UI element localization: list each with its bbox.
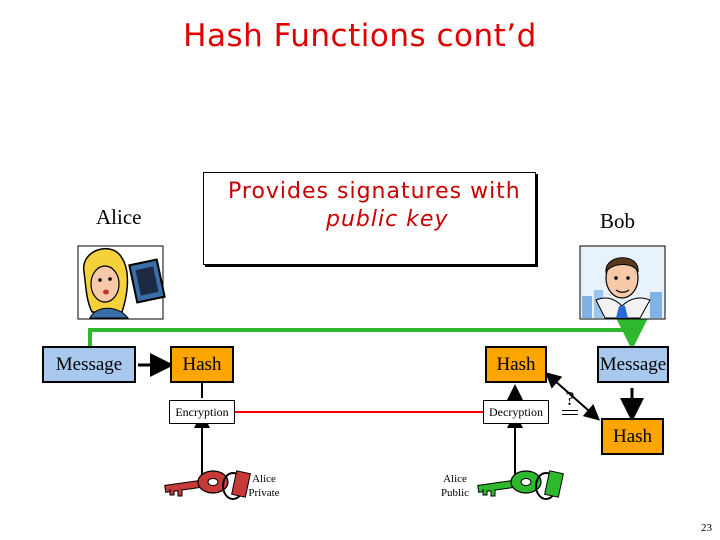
alice-label: Alice bbox=[96, 205, 142, 229]
alice-message-box: Message bbox=[42, 346, 136, 383]
alice-private-label-line-1: Alice bbox=[252, 473, 276, 485]
callout-line-2: public key bbox=[326, 207, 449, 232]
callout-line-1: Provides signatures with bbox=[228, 179, 521, 204]
private-key-icon bbox=[164, 470, 251, 500]
slide-title: Hash Functions cont’d bbox=[183, 18, 537, 54]
alice-private-key-label: Alice Private bbox=[240, 472, 288, 500]
alice-public-label-line-1: Alice bbox=[443, 473, 467, 485]
decryption-label: Decryption bbox=[483, 400, 549, 424]
hash-compare-symbol: ? bbox=[562, 388, 578, 415]
compare-equals-top bbox=[562, 410, 578, 411]
bob-received-hash-box: Hash bbox=[485, 346, 547, 383]
alice-picture-icon bbox=[77, 245, 166, 320]
bob-message-box: Message bbox=[597, 346, 669, 383]
compare-equals-bottom bbox=[562, 414, 578, 415]
encryption-label: Encryption bbox=[169, 400, 235, 424]
alice-public-label-line-2: Public bbox=[440, 487, 470, 499]
bob-label: Bob bbox=[600, 209, 636, 233]
signature-callout: Provides signatures with public key bbox=[203, 172, 536, 265]
message-transfer-path bbox=[88, 318, 648, 350]
compare-arrow bbox=[545, 372, 600, 421]
public-key-icon bbox=[477, 470, 564, 500]
compare-question-mark: ? bbox=[565, 388, 575, 410]
page-number: 23 bbox=[701, 522, 712, 534]
bob-computed-hash-box: Hash bbox=[601, 418, 664, 455]
alice-private-label-line-2: Private bbox=[248, 487, 280, 499]
alice-hash-box: Hash bbox=[170, 346, 234, 383]
bob-picture-icon bbox=[579, 245, 666, 320]
alice-public-key-label: Alice Public bbox=[432, 472, 478, 500]
